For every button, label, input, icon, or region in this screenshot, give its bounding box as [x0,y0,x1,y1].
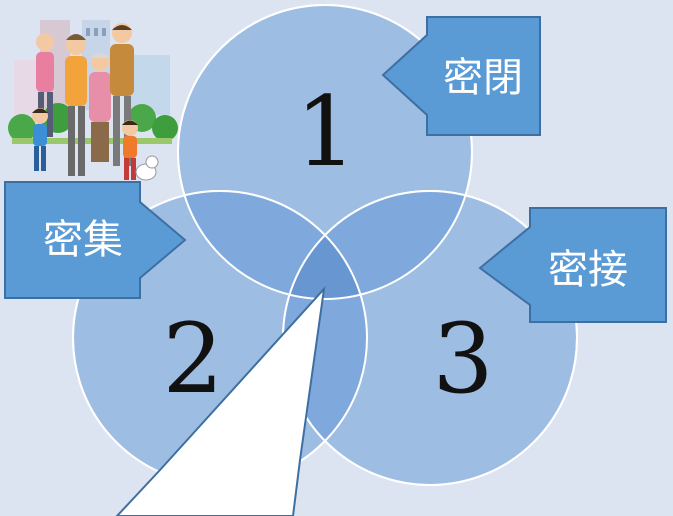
overlap-1-3 [283,191,472,299]
number-3: 3 [432,303,493,415]
tag-crowded-label: 密集 [43,217,123,263]
tag-closed: 密閉 [381,16,541,136]
tag-close-contact-label: 密接 [548,247,628,293]
number-2: 2 [162,303,223,415]
speech-callout [115,285,326,516]
number-1: 1 [295,76,356,188]
tag-crowded: 密集 [4,181,187,299]
tag-close-contact: 密接 [478,207,667,323]
family-group-icon [8,20,178,181]
tag-closed-label: 密閉 [443,55,523,101]
overlap-1-2 [178,191,367,299]
